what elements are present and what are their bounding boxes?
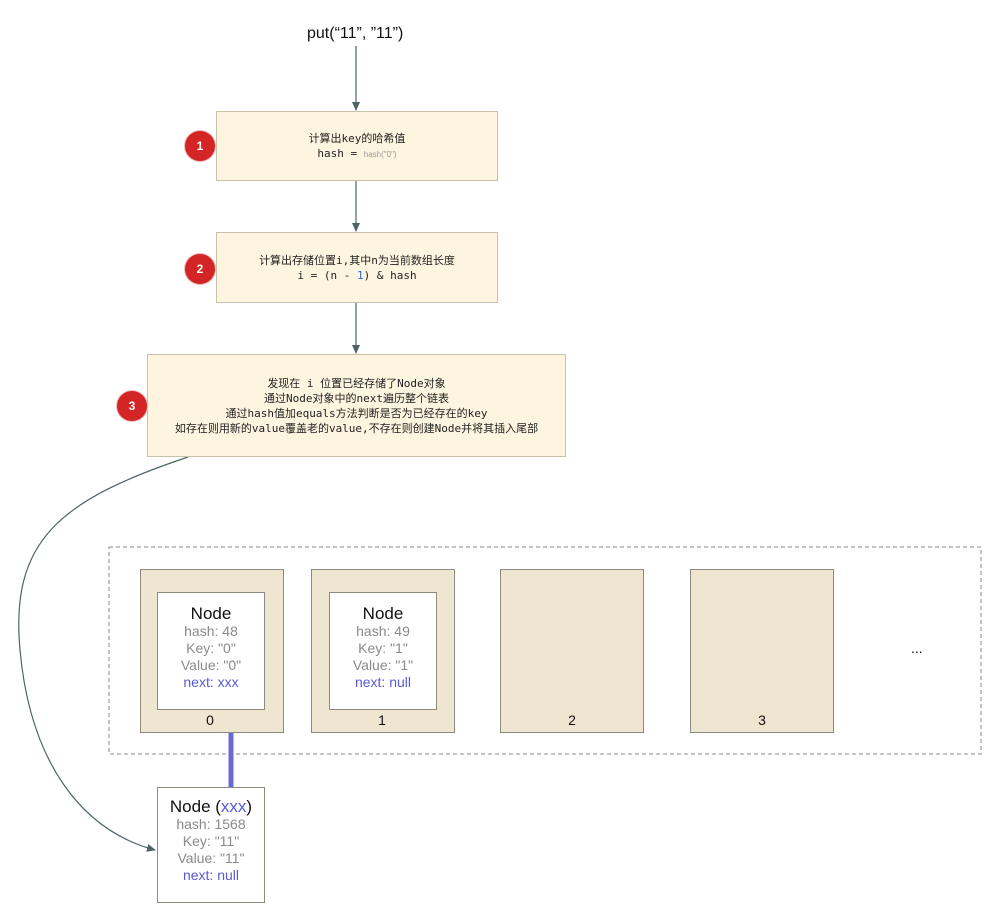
node-hash: hash: 49 — [356, 623, 410, 639]
step2-expr-num: 1 — [357, 268, 364, 282]
step3-line1: 发现在 i 位置已经存储了Node对象 — [267, 376, 446, 390]
bucket-array-frame — [108, 546, 982, 755]
node-value: Value: "1" — [352, 657, 414, 673]
node-next: next: xxx — [183, 674, 239, 690]
bucket-2 — [500, 569, 644, 733]
step1-box: 计算出key的哈希值 hash = hash("0") — [216, 111, 498, 181]
step2-line2: i = (n - 1) & hash — [297, 268, 416, 283]
step1-hash-fn: hash("0") — [363, 149, 397, 159]
node-next: next: null — [182, 867, 240, 883]
step1-badge: 1 — [185, 131, 215, 161]
node-key: Key: "1" — [358, 640, 408, 656]
more-buckets-ellipsis: ... — [911, 640, 923, 656]
node-key: Key: "0" — [186, 640, 236, 656]
step1-line2: hash = hash("0") — [317, 146, 396, 162]
node-value: Value: "11" — [177, 850, 245, 866]
bucket-3-index: 3 — [758, 712, 766, 728]
arrow-step3-to-new-node — [18, 456, 189, 852]
new-node-title-post: ) — [246, 797, 253, 816]
node-key: Key: "11" — [182, 833, 240, 849]
step3-line3: 通过hash值加equals方法判断是否为已经存在的key — [225, 406, 488, 420]
step1-line1: 计算出key的哈希值 — [308, 131, 406, 145]
step2-line1: 计算出存储位置i,其中n为当前数组长度 — [259, 253, 455, 267]
put-call-label: put(“11”, ”11”) — [307, 25, 404, 42]
node-hash: hash: 1568 — [176, 816, 246, 832]
node-title: Node — [362, 604, 404, 623]
step3-line2: 通过Node对象中的next遍历整个链表 — [264, 391, 449, 405]
step2-box: 计算出存储位置i,其中n为当前数组长度 i = (n - 1) & hash — [216, 232, 498, 303]
bucket-0-node: Node hash: 48 Key: "0" Value: "0" next: … — [157, 592, 265, 710]
new-node-title: Node (xxx) — [170, 798, 252, 815]
bucket-0-index: 0 — [206, 712, 214, 728]
new-node: Node (xxx) hash: 1568 Key: "11" Value: "… — [157, 787, 265, 903]
step3-box: 发现在 i 位置已经存储了Node对象 通过Node对象中的next遍历整个链表… — [147, 354, 566, 457]
bucket-3 — [690, 569, 834, 733]
new-node-ref: xxx — [220, 797, 247, 816]
step2-expr-post: ) & hash — [363, 268, 417, 282]
bucket-2-index: 2 — [568, 712, 576, 728]
bucket-1-index: 1 — [378, 712, 386, 728]
new-node-title-pre: Node ( — [169, 797, 221, 816]
step3-badge: 3 — [117, 391, 147, 421]
step1-hash-label: hash = — [317, 146, 364, 160]
node-hash: hash: 48 — [184, 623, 238, 639]
step2-expr-pre: i = (n - — [297, 268, 357, 282]
node-value: Value: "0" — [180, 657, 242, 673]
step2-badge: 2 — [185, 254, 215, 284]
node-title: Node — [190, 604, 232, 623]
step3-line4: 如存在则用新的value覆盖老的value,不存在则创建Node并将其插入尾部 — [174, 421, 539, 435]
node-next: next: null — [354, 674, 412, 690]
bucket-1-node: Node hash: 49 Key: "1" Value: "1" next: … — [329, 592, 437, 710]
